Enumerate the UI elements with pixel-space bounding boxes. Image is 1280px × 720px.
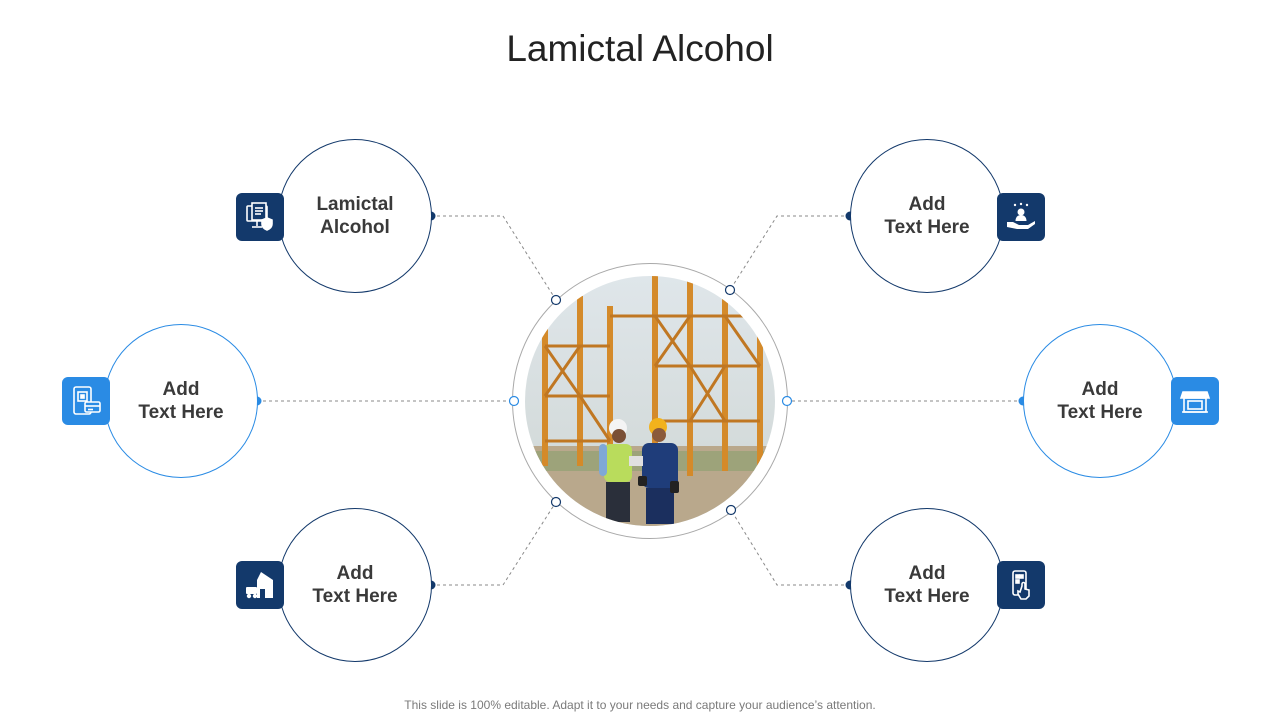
center-photo bbox=[525, 276, 775, 526]
connector-top-right bbox=[729, 215, 850, 291]
node-label: Lamictal Alcohol bbox=[316, 194, 394, 238]
connector-bottom-left bbox=[431, 501, 557, 586]
node-top-right[interactable]: Add Text Here bbox=[850, 139, 1004, 293]
node-middle-left[interactable]: Add Text Here bbox=[104, 324, 258, 478]
node-top-left[interactable]: Lamictal Alcohol bbox=[278, 139, 432, 293]
node-label: Add Text Here bbox=[884, 563, 970, 607]
node-bottom-left[interactable]: Add Text Here bbox=[278, 508, 432, 662]
connector-top-left bbox=[431, 215, 557, 301]
node-bottom-right[interactable]: Add Text Here bbox=[850, 508, 1004, 662]
footer-note: This slide is 100% editable. Adapt it to… bbox=[404, 698, 876, 712]
online-security-document-icon bbox=[236, 193, 284, 241]
home-delivery-truck-icon bbox=[236, 561, 284, 609]
connector-bottom-right bbox=[730, 509, 850, 586]
construction-workers-photo bbox=[525, 276, 775, 526]
node-label: Add Text Here bbox=[1057, 379, 1143, 423]
node-label: Add Text Here bbox=[138, 379, 224, 423]
hand-user-rating-icon bbox=[997, 193, 1045, 241]
node-middle-right[interactable]: Add Text Here bbox=[1023, 324, 1177, 478]
storefront-icon bbox=[1171, 377, 1219, 425]
node-label: Add Text Here bbox=[884, 194, 970, 238]
node-label: Add Text Here bbox=[312, 563, 398, 607]
tablet-payment-card-icon bbox=[62, 377, 110, 425]
mobile-tap-icon bbox=[997, 561, 1045, 609]
slide-title: Lamictal Alcohol bbox=[506, 28, 774, 69]
